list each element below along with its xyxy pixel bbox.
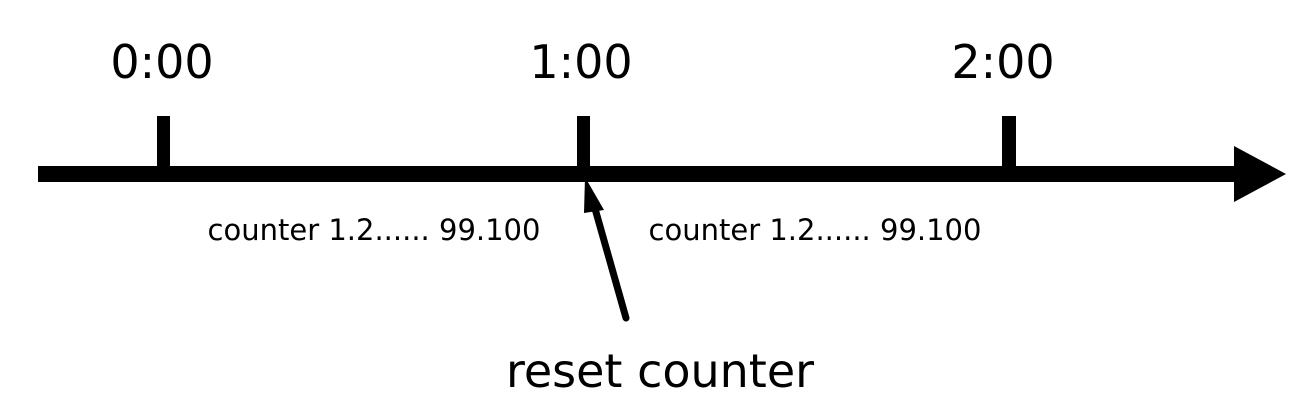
reset-counter-label: reset counter [505,344,815,398]
tick-label-1: 1:00 [529,35,633,89]
reset-arrow-shaft [588,194,630,322]
tick-label-0: 0:00 [110,35,214,89]
segment-label-1: counter 1.2...... 99.100 [648,213,982,247]
reset-arrow-head [584,177,604,213]
tick-label-2: 2:00 [951,35,1055,89]
tick-mark-1 [577,116,590,176]
timeline-arrowhead [1234,146,1286,202]
tick-mark-2 [1002,116,1016,176]
tick-mark-0 [157,116,170,176]
segment-label-0: counter 1.2...... 99.100 [207,213,541,247]
